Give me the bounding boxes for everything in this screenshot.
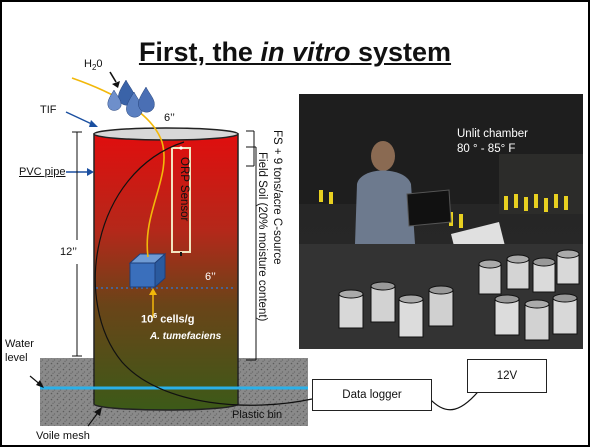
water-drop-4: [107, 89, 122, 111]
voile-mesh-label: Voile mesh: [36, 430, 90, 442]
cells-exponent: 6: [153, 313, 158, 320]
voltage-box: 12V: [467, 359, 547, 393]
photo-caption-line2: 80 ° - 85° F: [457, 143, 516, 155]
chamber-photo: Unlit chamber 80 ° - 85° F: [299, 94, 583, 349]
slide-title: First, the in vitro system: [2, 37, 588, 68]
organism-label: A. tumefaciens: [150, 331, 222, 342]
h2o-main: H: [84, 58, 92, 70]
height-label: 12’’: [60, 246, 77, 258]
cells-base: 10: [141, 313, 154, 326]
h2o-end: 0: [96, 58, 103, 70]
h2o-label: H20: [84, 58, 103, 72]
title-italic: in vitro: [260, 37, 351, 67]
pipe-top-rim: [93, 127, 239, 141]
title-prefix: First, the: [138, 37, 261, 67]
depth-label: 6’’: [205, 271, 216, 283]
plastic-bin-label: Plastic bin: [232, 409, 283, 421]
sensor-cable: [94, 141, 313, 406]
photo-caption: Unlit chamber 80 ° - 85° F: [457, 127, 528, 157]
diameter-label: 6’’: [164, 112, 175, 124]
tif-label: TIF: [40, 104, 57, 116]
data-logger-box: Data logger: [312, 379, 432, 411]
orp-sensor-label: ORP Sensor: [178, 157, 190, 222]
cells-label: 106 cells/g: [141, 313, 194, 326]
h2o-subscript: 2: [91, 63, 97, 73]
title-suffix: system: [350, 37, 452, 67]
tif-tube: [71, 77, 165, 258]
water-level-label: Water level: [5, 338, 34, 364]
pvc-pipe: [93, 133, 239, 411]
inoculum-cube: [129, 262, 156, 288]
pvc-pipe-label: PVC pipe: [19, 166, 66, 178]
field-soil-label: Field Soil (20% moisture content): [256, 152, 268, 322]
chamber-photo-art: [299, 94, 583, 349]
water-drop-3: [138, 86, 155, 113]
photo-caption-line1: Unlit chamber: [457, 128, 528, 140]
cells-unit: cells/g: [157, 313, 195, 326]
fs-csource-label: FS + 9 tons/acre C-source: [271, 130, 283, 265]
